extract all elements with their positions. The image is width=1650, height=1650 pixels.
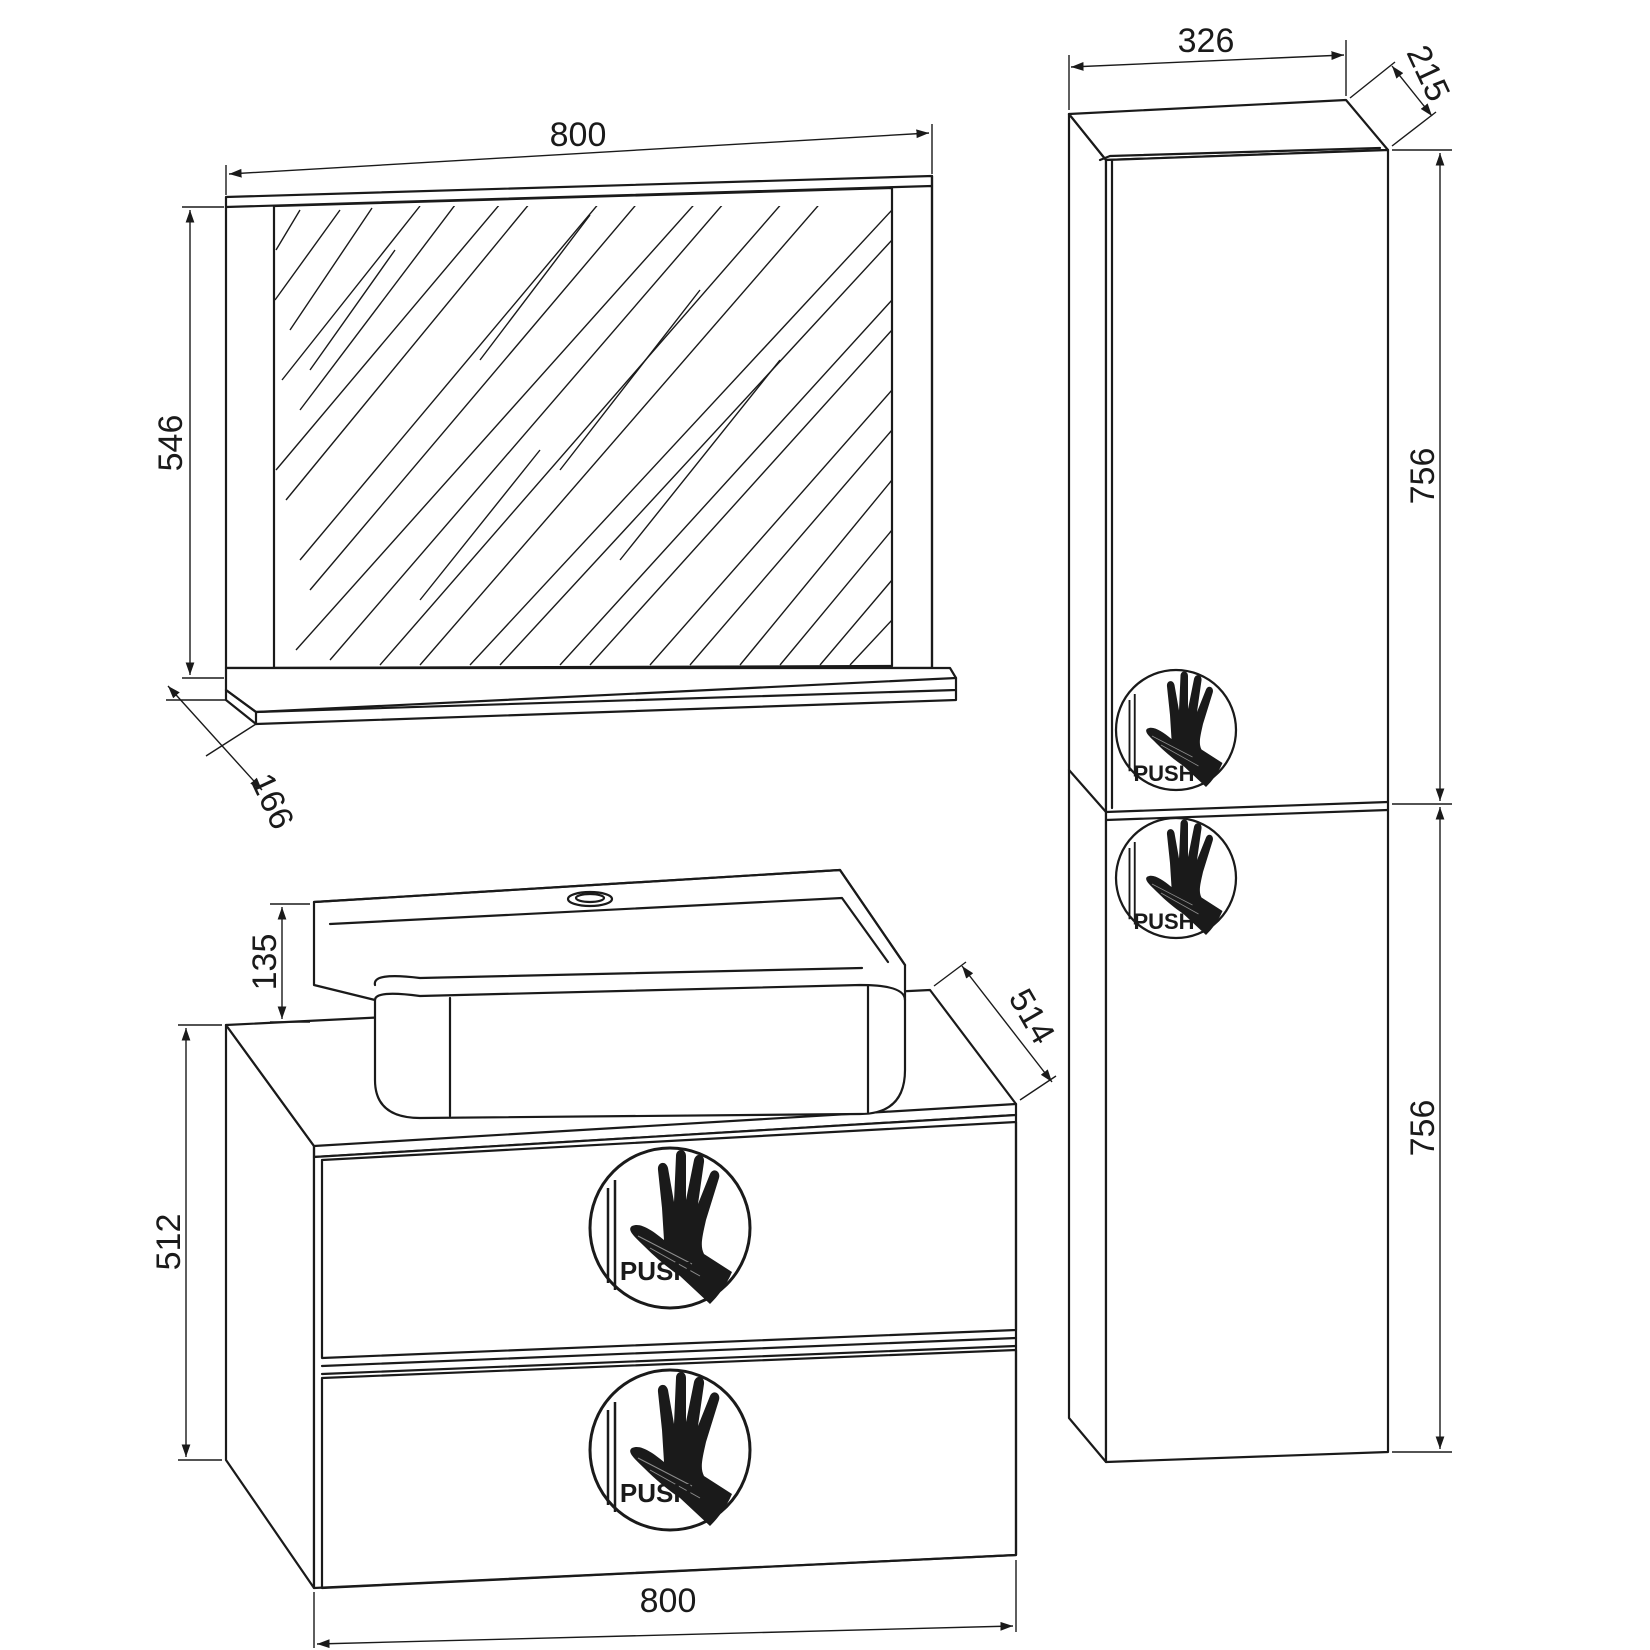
cabinet-depth-label: 215 bbox=[1399, 40, 1457, 107]
cabinet-lower-height-dimension: 756 bbox=[1392, 807, 1452, 1453]
mirror bbox=[224, 174, 958, 726]
cabinet-upper-height-dimension: 756 bbox=[1392, 149, 1452, 805]
basin-height-label: 135 bbox=[246, 934, 284, 991]
mirror-height-label: 546 bbox=[152, 415, 190, 472]
push-label: PUSH bbox=[1133, 761, 1194, 786]
push-label: PUSH bbox=[620, 1256, 692, 1286]
cabinet-upper-height-label: 756 bbox=[1404, 448, 1442, 505]
mirror-width-label: 800 bbox=[550, 116, 607, 154]
mirror-width-dimension: 800 bbox=[225, 116, 933, 195]
cabinet-width-dimension: 326 bbox=[1068, 22, 1347, 110]
cabinet-width-label: 326 bbox=[1178, 22, 1235, 60]
vanity-height-label: 512 bbox=[150, 1214, 188, 1271]
mirror-glass-reflection bbox=[274, 206, 892, 666]
vanity-width-dimension: 800 bbox=[313, 1560, 1017, 1649]
push-label: PUSH bbox=[1133, 909, 1194, 934]
mirror-height-dimension: 546 bbox=[152, 206, 224, 679]
push-label: PUSH bbox=[620, 1478, 692, 1508]
tall-cabinet: PUSH PUSH bbox=[1067, 98, 1390, 1464]
basin-height-dimension: 135 bbox=[246, 903, 310, 1023]
vanity-depth-label: 514 bbox=[1001, 982, 1062, 1050]
cabinet-lower-height-label: 756 bbox=[1404, 1100, 1442, 1157]
vanity-width-label: 800 bbox=[640, 1582, 697, 1620]
basin bbox=[312, 868, 907, 1120]
vanity-height-dimension: 512 bbox=[150, 1024, 222, 1461]
